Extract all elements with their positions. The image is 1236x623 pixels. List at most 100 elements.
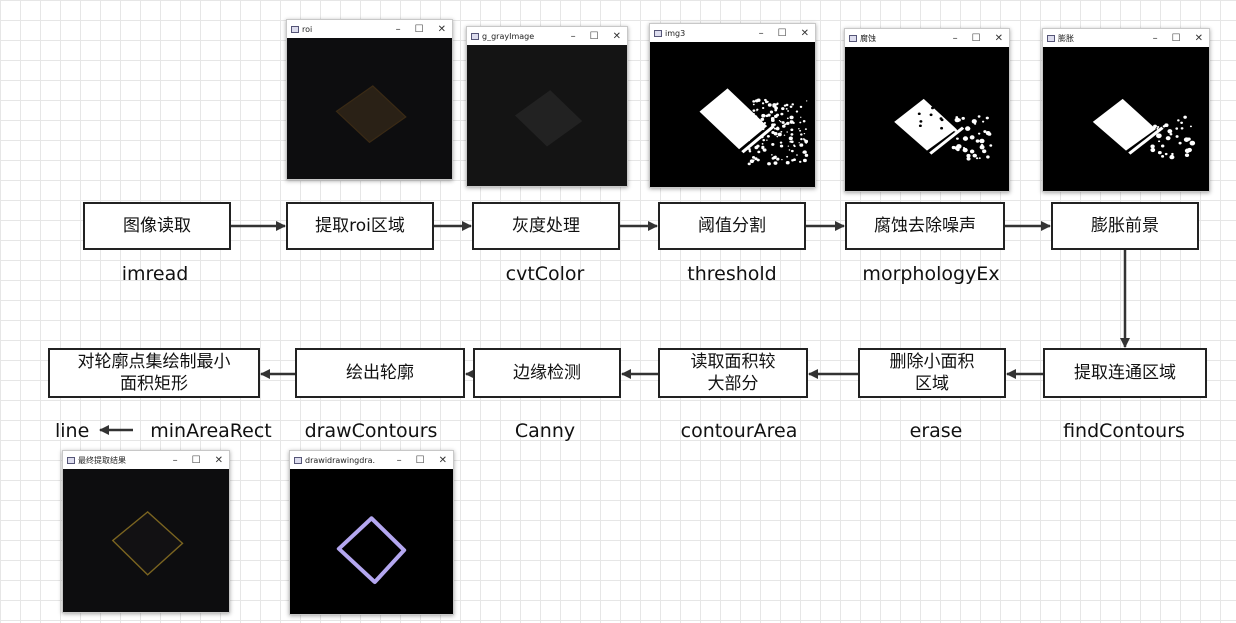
- minimize-icon[interactable]: –: [570, 30, 576, 42]
- maximize-icon[interactable]: ☐: [589, 30, 599, 42]
- window-titlebar[interactable]: img3–☐✕: [650, 24, 815, 42]
- noise-speck: [786, 121, 790, 125]
- noise-speck: [754, 99, 759, 103]
- app-icon: [1047, 34, 1055, 42]
- noise-speck: [772, 103, 777, 107]
- step-box-text: 提取连通区域: [1074, 362, 1176, 384]
- noise-speck: [1187, 147, 1192, 153]
- maximize-icon[interactable]: ☐: [191, 454, 201, 466]
- function-label-c4: contourArea: [680, 420, 798, 442]
- noise-speck: [749, 134, 752, 136]
- min-area-rect: [111, 510, 184, 576]
- noise-speck: [1169, 154, 1175, 160]
- noise-speck: [795, 110, 799, 113]
- noise-speck: [796, 154, 798, 156]
- minimize-icon[interactable]: –: [396, 454, 402, 466]
- minimize-icon[interactable]: –: [758, 27, 764, 39]
- noise-speck: [755, 122, 760, 127]
- function-label-b4: threshold: [687, 263, 777, 285]
- noise-speck: [962, 136, 969, 141]
- close-icon[interactable]: ✕: [214, 454, 223, 466]
- window-titlebar[interactable]: 膨胀–☐✕: [1043, 29, 1209, 47]
- noise-speck: [961, 116, 965, 120]
- noise-speck: [766, 134, 770, 138]
- minimize-icon[interactable]: –: [172, 454, 178, 466]
- maximize-icon[interactable]: ☐: [414, 23, 424, 35]
- noise-speck: [791, 103, 794, 106]
- noise-speck: [753, 133, 756, 135]
- noise-speck: [966, 157, 971, 161]
- noise-speck: [800, 133, 803, 136]
- edge-stripe: [1128, 126, 1164, 155]
- image-content: [467, 45, 627, 186]
- step-box-text: 灰度处理: [512, 215, 580, 237]
- step-box-c4: 读取面积较大部分: [658, 348, 808, 398]
- noise-speck: [804, 139, 809, 144]
- close-icon[interactable]: ✕: [612, 30, 621, 42]
- maximize-icon[interactable]: ☐: [415, 454, 425, 466]
- close-icon[interactable]: ✕: [438, 454, 447, 466]
- step-box-label-line: 图像读取: [123, 216, 191, 236]
- step-box-label-line: 提取连通区域: [1074, 363, 1176, 383]
- hole-speck: [917, 112, 921, 116]
- maximize-icon[interactable]: ☐: [971, 32, 981, 44]
- noise-speck: [748, 150, 752, 153]
- minimize-icon[interactable]: –: [395, 23, 401, 35]
- minimize-icon[interactable]: –: [952, 32, 958, 44]
- app-icon: [654, 29, 662, 37]
- noise-speck: [752, 103, 755, 106]
- noise-speck: [1158, 140, 1161, 143]
- window-titlebar[interactable]: 腐蚀–☐✕: [845, 29, 1009, 47]
- window-image: [1043, 47, 1209, 191]
- noise-speck: [761, 113, 766, 118]
- object-shape: [1092, 98, 1156, 151]
- noise-speck: [804, 128, 807, 130]
- noise-speck: [985, 116, 989, 120]
- window-controls: – ☐ ✕: [1153, 29, 1203, 47]
- close-icon[interactable]: ✕: [800, 27, 809, 39]
- window-controls: – ☐ ✕: [759, 24, 809, 42]
- step-box-b2: 提取roi区域: [286, 202, 434, 250]
- noise-speck: [804, 153, 809, 157]
- close-icon[interactable]: ✕: [1194, 32, 1203, 44]
- noise-speck: [798, 160, 802, 163]
- noise-speck: [802, 120, 806, 123]
- app-icon: [67, 456, 75, 464]
- noise-speck: [765, 114, 769, 118]
- noise-speck: [783, 134, 786, 136]
- maximize-icon[interactable]: ☐: [1171, 32, 1181, 44]
- noise-speck: [785, 160, 790, 165]
- noise-speck: [753, 122, 755, 124]
- window-titlebar[interactable]: roi–☐✕: [287, 20, 452, 38]
- noise-speck: [780, 112, 784, 116]
- window-titlebar[interactable]: drawidrawingdra...–☐✕: [290, 451, 453, 469]
- preview-window-w_draw: drawidrawingdra...–☐✕: [289, 450, 454, 615]
- noise-speck: [776, 135, 779, 138]
- function-label-b3: cvtColor: [505, 263, 585, 285]
- minimize-icon[interactable]: –: [1152, 32, 1158, 44]
- line-label: line: [55, 420, 90, 442]
- close-icon[interactable]: ✕: [437, 23, 446, 35]
- noise-speck: [778, 119, 781, 122]
- noise-speck: [971, 119, 977, 124]
- maximize-icon[interactable]: ☐: [777, 27, 787, 39]
- noise-speck: [972, 153, 977, 158]
- noise-speck: [767, 103, 772, 107]
- noise-speck: [781, 121, 785, 124]
- step-box-label-line: 边缘检测: [513, 363, 581, 383]
- noise-speck: [767, 162, 771, 166]
- noise-speck: [975, 139, 980, 143]
- noise-speck: [987, 132, 992, 136]
- close-icon[interactable]: ✕: [994, 32, 1003, 44]
- noise-speck: [1177, 119, 1180, 122]
- window-controls: – ☐ ✕: [953, 29, 1003, 47]
- noise-speck: [764, 98, 767, 102]
- window-titlebar[interactable]: g_grayImage–☐✕: [467, 27, 627, 45]
- hole-speck: [931, 106, 935, 110]
- noise-speck: [1150, 144, 1155, 149]
- step-box-b1: 图像读取: [83, 202, 231, 250]
- noise-speck: [748, 148, 751, 151]
- window-titlebar[interactable]: 最终提取结果–☐✕: [63, 451, 229, 469]
- noise-speck: [748, 110, 752, 113]
- noise-speck: [983, 130, 987, 133]
